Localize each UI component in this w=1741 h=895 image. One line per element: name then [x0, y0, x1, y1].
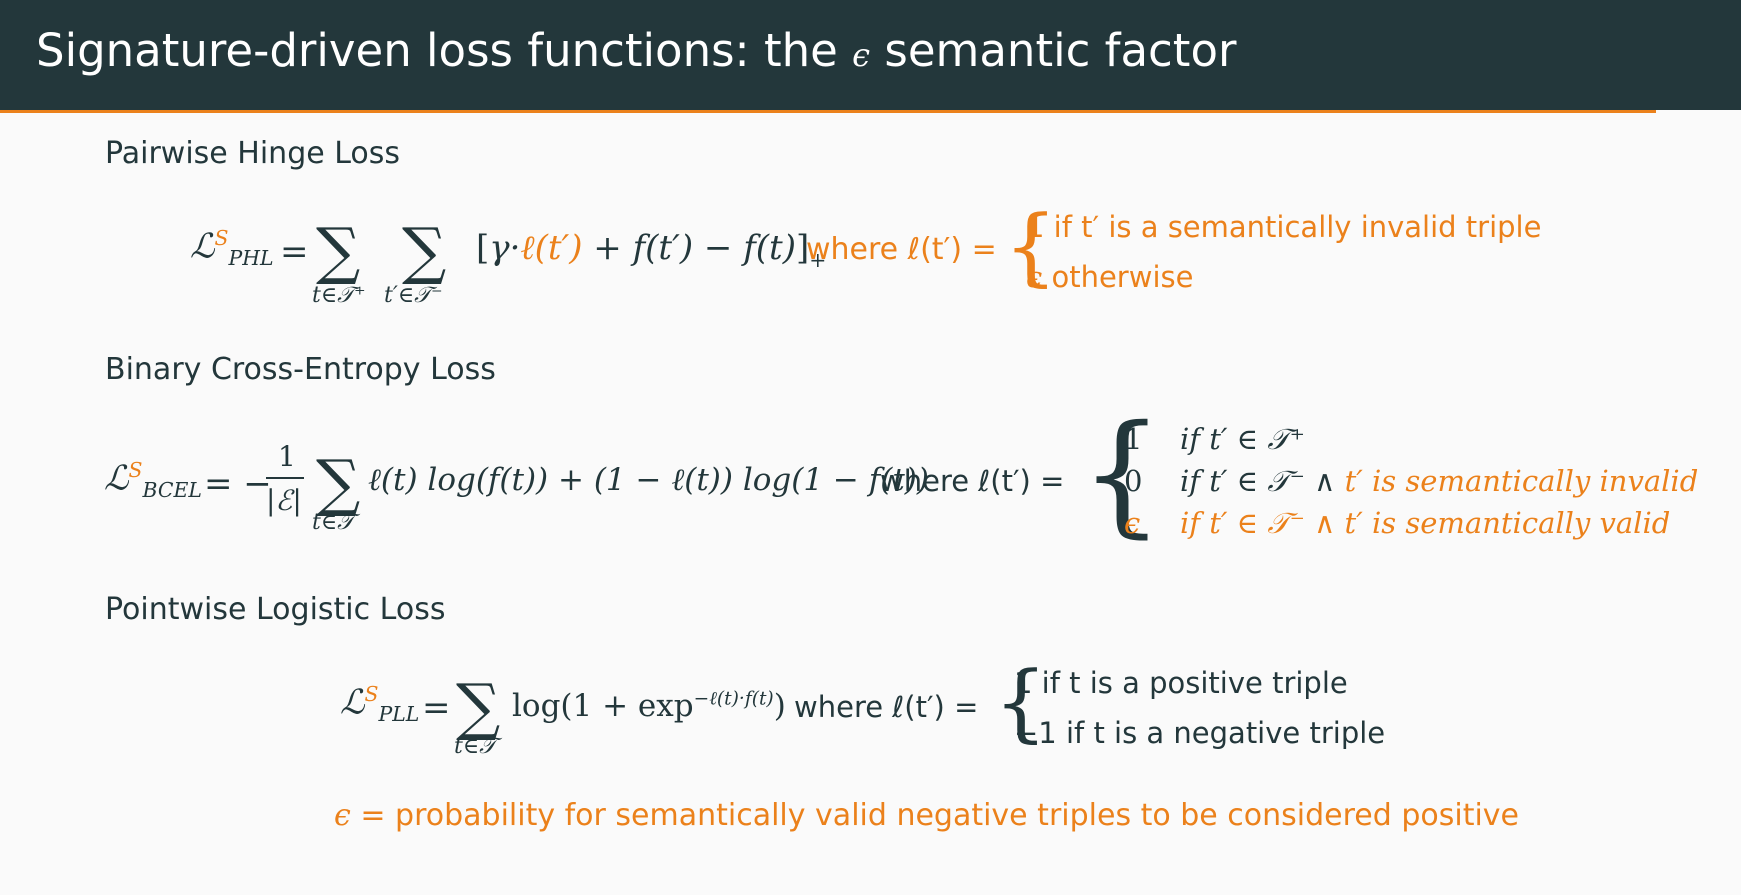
pll-sub: PLL [378, 702, 420, 727]
pll-body-sup: −ℓ(t)·f(t) [693, 688, 774, 710]
phl-rest: + f(t′) − f(t) [582, 228, 796, 268]
phl-sum2-index: t′∈𝒯⁻ [384, 283, 443, 308]
title-text-end: semantic factor [870, 24, 1237, 77]
pll-sup: S [364, 682, 379, 706]
pll-sum-index: t∈𝒯 [454, 734, 496, 759]
bcel-frac-den: |ℰ| [266, 484, 302, 517]
slide-title: Signature-driven loss functions: the ϵ s… [36, 24, 1236, 77]
bcel-row-2-value: 0 [1124, 464, 1143, 498]
phl-case-2-text: otherwise [1042, 260, 1194, 294]
bcel-loss-symbol: ℒ [104, 458, 129, 499]
bcel-frac-bar [266, 477, 304, 479]
footnote-epsilon: ϵ [334, 798, 351, 833]
epsilon-definition: ϵ = probability for semantically valid n… [334, 798, 1519, 833]
phl-sub: PHL [228, 246, 274, 271]
pll-sum: ∑ [456, 670, 501, 743]
title-text-start: Signature-driven loss functions: the [36, 24, 853, 77]
phl-case-1: 1 if t′ is a semantically invalid triple [1026, 210, 1542, 244]
pll-lhs: ℒSPLL [340, 682, 419, 726]
bcel-row-3-cond: if t′ ∈ 𝒯⁻ ∧ t′ is semantically valid [1180, 506, 1671, 540]
pll-where: where ℓ(t′) = [794, 690, 979, 724]
heading-binary-cross-entropy-loss: Binary Cross-Entropy Loss [105, 352, 496, 387]
phl-bracket-open: [ [476, 228, 490, 268]
bcel-row-2-cond: if t′ ∈ 𝒯⁻ ∧ t′ is semantically invalid [1180, 464, 1698, 499]
phl-gamma: γ· [489, 228, 521, 268]
pll-equals: = [422, 688, 451, 728]
phl-case-2-eps: ϵ [1026, 260, 1043, 294]
pll-body-post: ) [773, 688, 786, 724]
phl-case-2: ϵ otherwise [1026, 260, 1193, 294]
phl-sum1: ∑ [316, 214, 361, 287]
pll-case-2: −1 if t is a negative triple [1014, 716, 1386, 750]
phl-sup: S [214, 226, 229, 250]
phl-sum2: ∑ [402, 214, 447, 287]
title-underline [0, 110, 1656, 113]
heading-pairwise-hinge-loss: Pairwise Hinge Loss [105, 136, 401, 171]
bcel-where: where ℓ(t′) = [880, 464, 1065, 498]
bcel-frac-num: 1 [278, 440, 296, 473]
phl-brace: { [1004, 197, 1058, 295]
footnote-text: = probability for semantically valid neg… [350, 798, 1520, 833]
bcel-row-2-extra: t′ is semantically invalid [1344, 464, 1699, 498]
pll-loss-symbol: ℒ [340, 682, 365, 723]
phl-ell: ℓ(t′) [520, 228, 583, 268]
bcel-body: ℓ(t) log(f(t)) + (1 − ℓ(t)) log(1 − f(t)… [368, 462, 929, 498]
bcel-row-3-value: ϵ [1124, 506, 1141, 540]
title-epsilon: ϵ [852, 36, 871, 74]
pll-body-pre: log(1 + exp [512, 688, 694, 724]
bcel-brace: { [1080, 397, 1164, 551]
bcel-sum-index: t∈𝒯 [312, 510, 354, 535]
phl-equals: = [280, 232, 309, 272]
heading-pointwise-logistic-loss: Pointwise Logistic Loss [105, 592, 446, 627]
bcel-row-1-value: 1 [1124, 422, 1143, 456]
bcel-equals: = − [204, 464, 272, 504]
phl-plus-sub: + [809, 247, 827, 272]
bcel-row-2-cond-text: if t′ ∈ 𝒯⁻ ∧ [1180, 464, 1345, 498]
phl-sum1-index: t∈𝒯⁺ [312, 283, 366, 308]
bcel-row-1-cond: if t′ ∈ 𝒯⁺ [1180, 422, 1305, 456]
bcel-lhs: ℒSBCEL [104, 458, 202, 502]
phl-bracket-close: ] [795, 228, 810, 268]
bcel-sum: ∑ [316, 446, 361, 519]
pll-body: log(1 + exp−ℓ(t)·f(t)) [512, 688, 786, 724]
pll-case-1: 1 if t is a positive triple [1014, 666, 1348, 700]
phl-body: [γ·ℓ(t′) + f(t′) − f(t)]+ [476, 228, 826, 272]
bcel-sub: BCEL [142, 478, 202, 503]
title-bar [0, 0, 1741, 110]
phl-loss-symbol: ℒ [190, 226, 215, 267]
phl-lhs: ℒSPHL [190, 226, 274, 270]
phl-where: where ℓ(t′) = [806, 232, 997, 267]
pll-brace: { [994, 653, 1048, 751]
bcel-sup: S [128, 458, 143, 482]
